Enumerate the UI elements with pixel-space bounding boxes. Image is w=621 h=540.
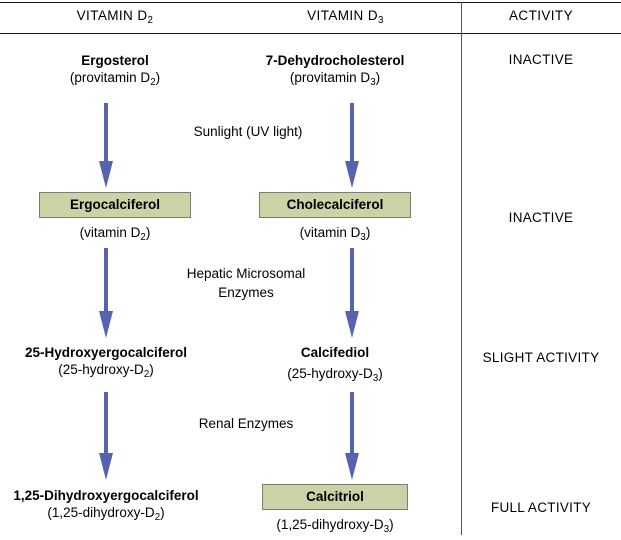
node-1-25-dihydroxyergocalciferol-name: 1,25-Dihydroxyergocalciferol <box>13 488 199 503</box>
node-ergosterol-alias-pre: (provitamin D <box>69 70 151 85</box>
node-7-dehydrocholesterol-alias-pre: (provitamin D <box>289 70 371 85</box>
node-calcitriol-alias-pre: (1,25-dihydroxy-D <box>276 517 384 532</box>
node-calcifediol-alias-post: ) <box>378 366 383 381</box>
node-calcitriol-alias-sub: 3 <box>383 523 390 535</box>
node-ergosterol-alias-post: ) <box>155 70 161 85</box>
node-calcifediol-alias-pre: (25-hydroxy-D <box>287 366 373 381</box>
header-vitamin-d2-label: VITAMIN D <box>76 8 148 23</box>
node-25-hydroxyergocalciferol-alias-sub: 2 <box>143 368 150 380</box>
table-top-border <box>0 2 621 3</box>
node-25-hydroxyergocalciferol-alias-pre: (25-hydroxy-D <box>58 362 144 377</box>
node-1-25-dihydroxyergocalciferol-alias: (1,25-dihydroxy-D2) <box>0 504 212 524</box>
node-1-25-dihydroxyergocalciferol-alias-sub: 2 <box>154 511 161 523</box>
node-7-dehydrocholesterol-name: 7-Dehydrocholesterol <box>265 53 405 68</box>
node-cholecalciferol-alias-sub: 3 <box>360 231 366 243</box>
arrow-ergocalciferol-to-25-hydroxy <box>97 248 115 338</box>
process-label-hepatic-line1: Hepatic Microsomal <box>186 266 306 281</box>
arrow-ergosterol-to-ergocalciferol <box>97 103 115 188</box>
node-ergosterol-name: Ergosterol <box>81 53 149 68</box>
node-25-hydroxyergocalciferol-name: 25-Hydroxyergocalciferol <box>24 345 188 360</box>
node-calcifediol-name: Calcifediol <box>300 345 370 360</box>
process-label-hepatic-line2: Enzymes <box>218 285 274 300</box>
node-calcitriol: Calcitriol (1,25-dihydroxy-D3) <box>249 484 421 536</box>
header-activity: ACTIVITY <box>461 8 621 23</box>
arrow-25-hydroxy-to-1-25-dihydroxy <box>97 392 115 480</box>
node-7-dehydrocholesterol-alias-sub: 3 <box>370 76 376 88</box>
node-ergocalciferol-alias-pre: (vitamin D <box>79 225 141 240</box>
node-calcitriol-box: Calcitriol <box>249 484 421 510</box>
node-calcitriol-alias-post: ) <box>389 517 394 532</box>
process-label-hepatic-microsomal-enzymes: Hepatic Microsomal Enzymes <box>166 264 326 302</box>
activity-column-divider <box>461 2 462 535</box>
node-ergocalciferol-box: Ergocalciferol <box>0 192 230 218</box>
activity-inactive-1: INACTIVE <box>508 52 574 67</box>
node-calcifediol-alias: (25-hydroxy-D3) <box>249 365 421 385</box>
node-ergocalciferol-alias-sub: 2 <box>140 231 146 243</box>
node-ergocalciferol-name: Ergocalciferol <box>39 192 191 218</box>
node-cholecalciferol-alias: (vitamin D3) <box>249 224 421 244</box>
header-separator-rule <box>0 33 621 34</box>
node-ergosterol: Ergosterol (provitamin D2) <box>0 52 230 89</box>
node-calcitriol-alias: (1,25-dihydroxy-D3) <box>249 516 421 536</box>
node-calcitriol-name: Calcitriol <box>262 484 408 510</box>
header-activity-label: ACTIVITY <box>509 8 573 23</box>
node-1-25-dihydroxyergocalciferol-alias-pre: (1,25-dihydroxy-D <box>47 505 155 520</box>
node-ergocalciferol: Ergocalciferol (vitamin D2) <box>0 192 230 244</box>
header-vitamin-d3-subscript: 3 <box>378 14 384 26</box>
node-ergosterol-alias: (provitamin D2) <box>0 69 230 89</box>
header-vitamin-d3: VITAMIN D3 <box>230 8 461 26</box>
node-ergosterol-alias-sub: 2 <box>150 76 156 88</box>
node-1-25-dihydroxyergocalciferol: 1,25-Dihydroxyergocalciferol (1,25-dihyd… <box>0 487 212 524</box>
node-25-hydroxyergocalciferol: 25-Hydroxyergocalciferol (25-hydroxy-D2) <box>0 344 212 381</box>
process-label-renal-line1: Renal Enzymes <box>198 416 294 431</box>
header-vitamin-d3-label: VITAMIN D <box>307 8 379 23</box>
activity-inactive-2: INACTIVE <box>508 210 574 225</box>
node-ergocalciferol-alias-post: ) <box>145 225 151 240</box>
arrow-calcifediol-to-calcitriol <box>343 392 361 480</box>
node-1-25-dihydroxyergocalciferol-alias-post: ) <box>160 505 165 520</box>
node-25-hydroxyergocalciferol-alias-post: ) <box>149 362 154 377</box>
activity-slight: SLIGHT ACTIVITY <box>482 350 600 365</box>
node-calcifediol: Calcifediol (25-hydroxy-D3) <box>249 344 421 385</box>
node-7-dehydrocholesterol-alias-post: ) <box>375 70 381 85</box>
node-cholecalciferol: Cholecalciferol (vitamin D3) <box>249 192 421 244</box>
process-label-renal-enzymes: Renal Enzymes <box>171 414 321 433</box>
node-cholecalciferol-alias-pre: (vitamin D <box>299 225 361 240</box>
arrow-cholecalciferol-to-calcifediol <box>343 248 361 338</box>
node-ergocalciferol-alias: (vitamin D2) <box>0 224 230 244</box>
activity-full: FULL ACTIVITY <box>490 500 592 515</box>
header-vitamin-d2: VITAMIN D2 <box>0 8 230 26</box>
process-label-sunlight-line1: Sunlight (UV light) <box>193 124 303 139</box>
node-calcifediol-alias-sub: 3 <box>372 372 379 384</box>
node-7-dehydrocholesterol-alias: (provitamin D3) <box>249 69 421 89</box>
node-cholecalciferol-name: Cholecalciferol <box>259 192 411 218</box>
process-label-sunlight: Sunlight (UV light) <box>168 122 328 141</box>
node-7-dehydrocholesterol: 7-Dehydrocholesterol (provitamin D3) <box>249 52 421 89</box>
header-vitamin-d2-subscript: 2 <box>147 14 154 26</box>
node-25-hydroxyergocalciferol-alias: (25-hydroxy-D2) <box>0 361 212 381</box>
node-cholecalciferol-alias-post: ) <box>365 225 371 240</box>
arrow-7-dehydrocholesterol-to-cholecalciferol <box>343 103 361 188</box>
node-cholecalciferol-box: Cholecalciferol <box>249 192 421 218</box>
